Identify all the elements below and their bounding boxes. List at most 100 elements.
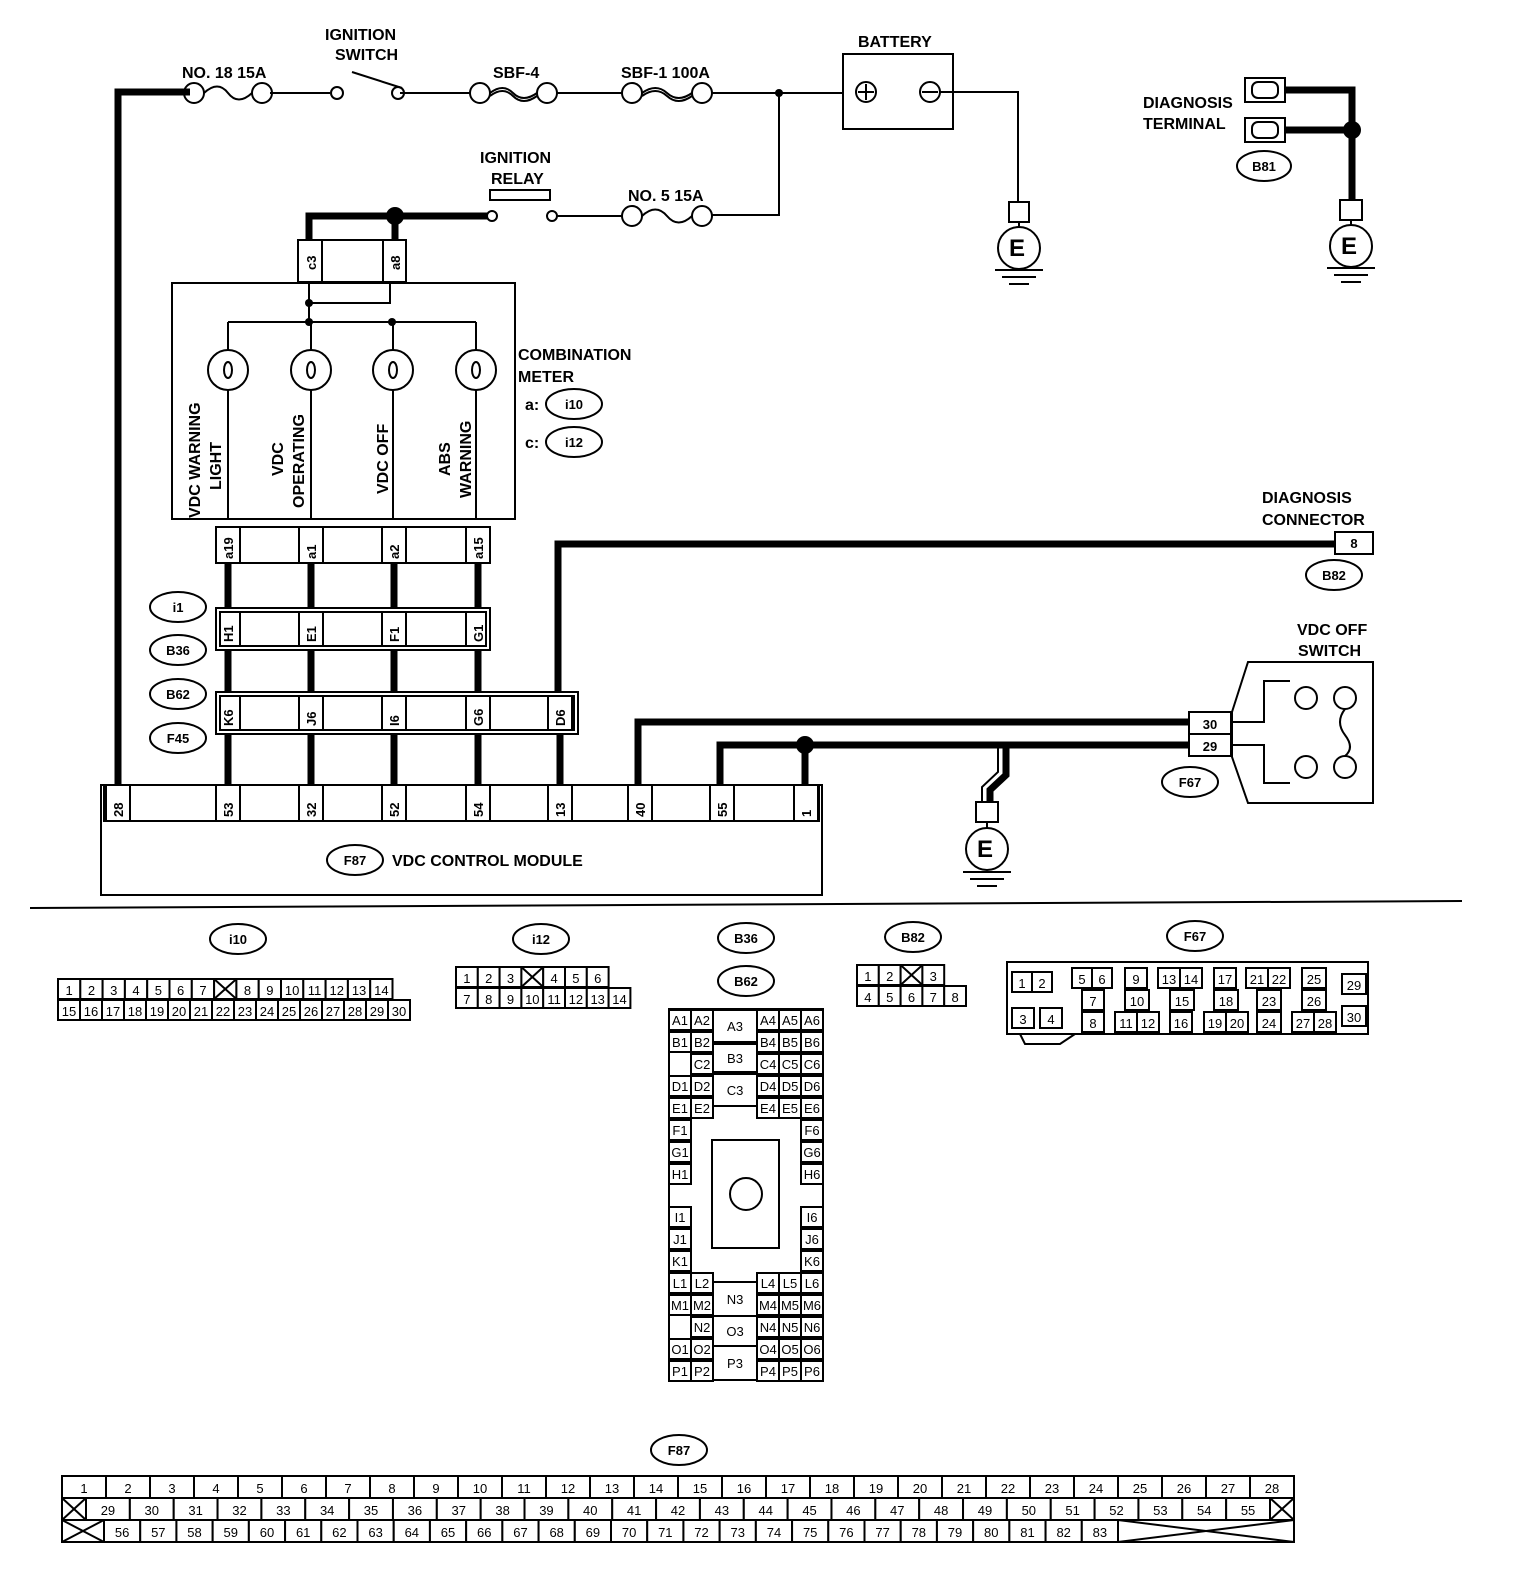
f87-cell-label: 10	[473, 1481, 487, 1496]
b62-cell-label: B3	[727, 1051, 743, 1066]
f67-cell	[1081, 1011, 1105, 1033]
f87-cell-label: 41	[627, 1503, 641, 1518]
f67-cell	[1256, 1011, 1282, 1033]
f87-blank-mark	[1269, 1497, 1295, 1521]
comb-meter-label-1: COMBINATION	[518, 347, 631, 364]
f87-cell-label: 50	[1022, 1503, 1036, 1518]
f67-cell-label: 22	[1272, 972, 1286, 987]
earth-label-1: E	[1009, 235, 1025, 262]
b62-cell-label: F6	[804, 1123, 819, 1138]
b62-cell	[800, 1360, 824, 1382]
face-f87-ref: F87	[668, 1443, 690, 1458]
c-ref-label: c:	[525, 435, 539, 452]
face-b62-ref: B62	[734, 974, 758, 989]
b62-cell-label: K1	[672, 1254, 688, 1269]
face-cell	[387, 999, 411, 1021]
f87-cell-label: 20	[913, 1481, 927, 1496]
pin-55: 55	[715, 803, 730, 817]
b62-cell-label: E5	[782, 1101, 798, 1116]
face-cell-label: 6	[594, 971, 601, 986]
f87-cell-label: 40	[583, 1503, 597, 1518]
f67-cell-label: 1	[1018, 976, 1025, 991]
vdc-off-switch-label-2: SWITCH	[1298, 643, 1361, 660]
f87-cell-label: 75	[803, 1525, 817, 1540]
ground-battery: E	[995, 201, 1043, 285]
f87-cell-label: 62	[332, 1525, 346, 1540]
face-cell-label: 29	[370, 1004, 384, 1019]
f67-cell-label: 5	[1078, 972, 1085, 987]
pin-1: 1	[799, 810, 814, 817]
f87-cell-label: 73	[731, 1525, 745, 1540]
f45-ref: F45	[167, 731, 189, 746]
f87-cell-label: 27	[1221, 1481, 1235, 1496]
f87-cell-label: 29	[101, 1503, 115, 1518]
f87-cell-label: 46	[846, 1503, 860, 1518]
f87-cell-label: 54	[1197, 1503, 1211, 1518]
lamp2-label-1: VDC	[270, 442, 287, 476]
f67-cell	[1124, 967, 1148, 989]
f87-cell-label: 12	[561, 1481, 575, 1496]
face-cell-label: 4	[864, 990, 871, 1005]
b62-cell-label: I1	[675, 1210, 686, 1225]
f87-cell-label: 37	[452, 1503, 466, 1518]
f87-cell-label: 34	[320, 1503, 334, 1518]
a-ref-label: a:	[525, 397, 539, 414]
f87-cell-label: 22	[1001, 1481, 1015, 1496]
f87-cell-label: 33	[276, 1503, 290, 1518]
diag-conn-label-2: CONNECTOR	[1262, 512, 1365, 529]
f67-cell	[1341, 1005, 1367, 1027]
f67-cell-label: 6	[1098, 972, 1105, 987]
f87-cell-label: 3	[168, 1481, 175, 1496]
f87-cell-label: 28	[1265, 1481, 1279, 1496]
f87-cell-label: 56	[115, 1525, 129, 1540]
b62-cell	[800, 1250, 824, 1272]
face-cell-label: 3	[507, 971, 514, 986]
face-cell-label: 6	[908, 990, 915, 1005]
f87-cell-label: 69	[586, 1525, 600, 1540]
f67-cell-label: 17	[1218, 972, 1232, 987]
face-cell-label: 5	[572, 971, 579, 986]
face-cell-label: 10	[525, 992, 539, 1007]
f67-cell-label: 28	[1318, 1016, 1332, 1031]
battery-label: BATTERY	[858, 34, 932, 51]
lamp3-label: VDC OFF	[375, 424, 392, 494]
ign-relay-label-2: RELAY	[491, 171, 544, 188]
ground-diag: E	[1327, 199, 1375, 283]
f67-cell-label: 12	[1141, 1016, 1155, 1031]
pin-J6: J6	[304, 712, 319, 726]
f87-cell-label: 2	[124, 1481, 131, 1496]
f87-cell-label: 35	[364, 1503, 378, 1518]
b62-cell	[800, 1031, 824, 1053]
f67-cell-label: 10	[1130, 994, 1144, 1009]
face-cell-label: 1	[66, 983, 73, 998]
f87-cell-label: 8	[388, 1481, 395, 1496]
face-cell	[607, 987, 632, 1009]
f67-cell-label: 19	[1208, 1016, 1222, 1031]
comb-meter-label-2: METER	[518, 369, 574, 386]
f67-cell-label: 25	[1307, 972, 1321, 987]
f87-cell-label: 76	[839, 1525, 853, 1540]
b62-cell-label: K6	[804, 1254, 820, 1269]
f67-cell	[1313, 1011, 1337, 1033]
f87-cell-label: 15	[693, 1481, 707, 1496]
face-cell-label: 20	[172, 1004, 186, 1019]
face-cell-label: 4	[132, 983, 139, 998]
b62-ref: B62	[166, 687, 190, 702]
module-label: VDC CONTROL MODULE	[392, 853, 583, 870]
f67-cell-label: 9	[1132, 972, 1139, 987]
fuse-no5-label: NO. 5 15A	[628, 188, 704, 205]
b62-cell-label: D5	[782, 1079, 799, 1094]
b62-cell-label: O6	[803, 1342, 820, 1357]
f87-cell-label: 72	[694, 1525, 708, 1540]
f87-cell-label: 58	[187, 1525, 201, 1540]
face-cell-label: 12	[569, 992, 583, 1007]
face-i10-ref: i10	[229, 932, 247, 947]
f87-cell-label: 44	[758, 1503, 772, 1518]
f87-cell-label: 61	[296, 1525, 310, 1540]
b62-cell-label: A2	[694, 1013, 710, 1028]
b62-cell-label: P2	[694, 1364, 710, 1379]
b62-cell-label: N2	[694, 1320, 711, 1335]
